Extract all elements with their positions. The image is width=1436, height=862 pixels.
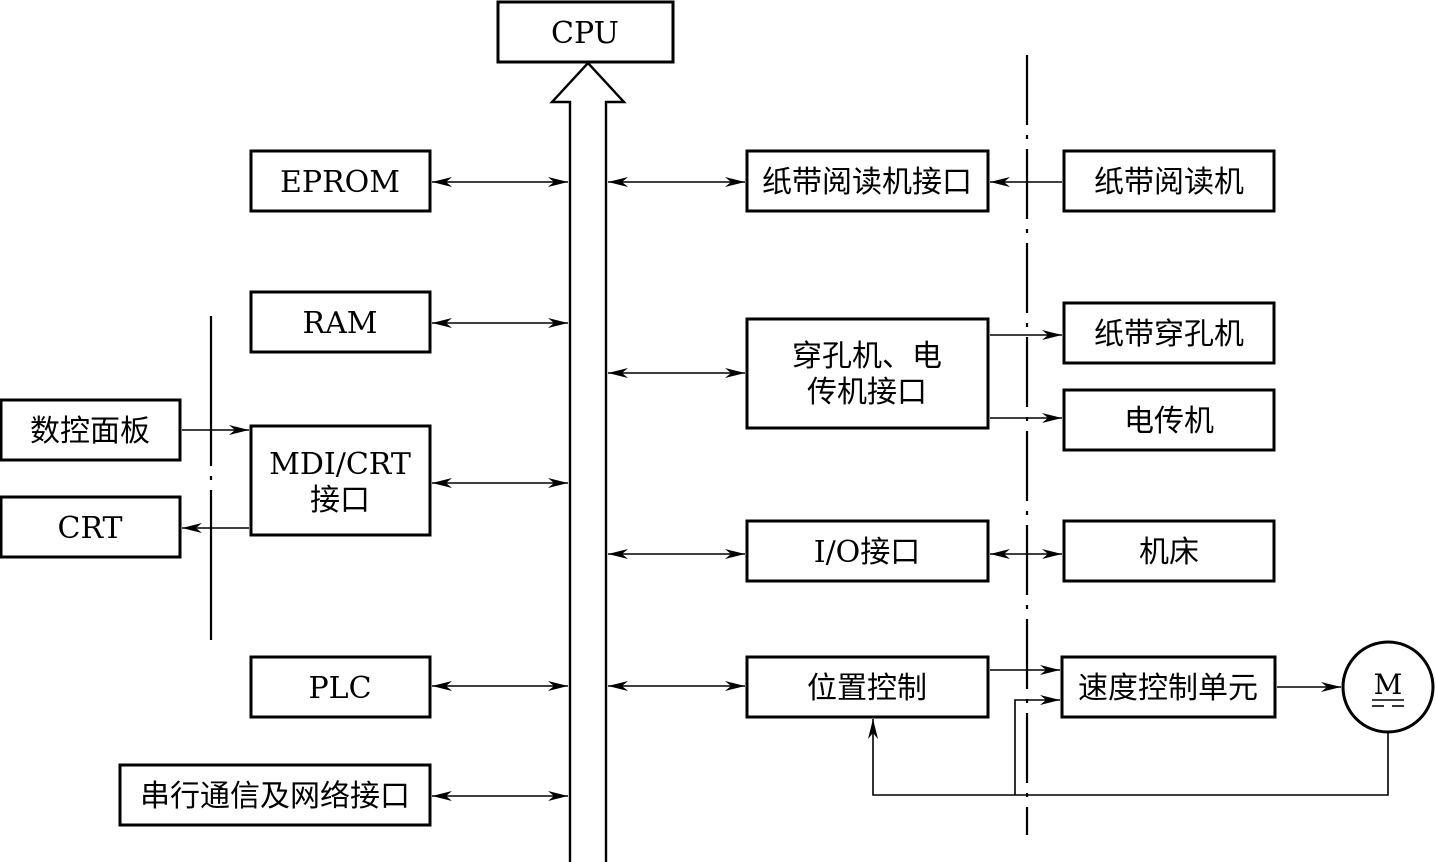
- mdi-crt-label-line2: 接口: [310, 483, 370, 518]
- motor-feedback-to-position-arrow: [868, 719, 1389, 796]
- crt-label: CRT: [57, 511, 122, 546]
- ram-block: RAM: [249, 290, 432, 354]
- plc-label: PLC: [308, 671, 371, 706]
- punch-teletype-label-line2: 传机接口: [807, 375, 927, 410]
- io-interface-label: I/O接口: [814, 535, 921, 570]
- tape-punch-block: 纸带穿孔机: [1062, 301, 1276, 365]
- position-control-label: 位置控制: [807, 671, 927, 706]
- tape-reader-interface-label: 纸带阅读机接口: [762, 165, 972, 200]
- cpu-label: CPU: [551, 16, 619, 51]
- crt-block: CRT: [0, 495, 182, 559]
- ram-label: RAM: [303, 306, 378, 341]
- motor-symbol: M: [1341, 640, 1435, 734]
- speed-control-unit-label: 速度控制单元: [1078, 671, 1258, 706]
- punch-teletype-label-line1: 穿孔机、电: [792, 339, 942, 374]
- speed-feedback-arrow: [1014, 695, 1060, 795]
- nc-panel-block: 数控面板: [0, 398, 182, 462]
- serial-network-label: 串行通信及网络接口: [140, 779, 410, 814]
- punch-teletype-interface-block: 穿孔机、电 传机接口: [745, 317, 990, 430]
- machine-tool-label: 机床: [1139, 535, 1199, 570]
- io-interface-block: I/O接口: [745, 519, 990, 583]
- mdi-crt-interface-block: MDI/CRT 接口: [249, 424, 432, 537]
- eprom-block: EPROM: [249, 149, 432, 213]
- serial-network-interface-block: 串行通信及网络接口: [118, 763, 432, 827]
- tape-reader-label: 纸带阅读机: [1094, 165, 1244, 200]
- speed-control-unit-block: 速度控制单元: [1060, 655, 1277, 719]
- tape-punch-label: 纸带穿孔机: [1094, 317, 1244, 352]
- position-control-block: 位置控制: [745, 655, 990, 719]
- tape-reader-interface-block: 纸带阅读机接口: [745, 149, 990, 213]
- cpu-block: CPU: [496, 0, 675, 64]
- plc-block: PLC: [249, 655, 432, 719]
- motor-label: M: [1374, 668, 1403, 701]
- teletype-block: 电传机: [1062, 388, 1276, 452]
- mdi-crt-label-line1: MDI/CRT: [269, 447, 411, 482]
- machine-tool-block: 机床: [1062, 519, 1276, 583]
- teletype-label: 电传机: [1124, 404, 1214, 439]
- tape-reader-block: 纸带阅读机: [1062, 149, 1276, 213]
- cpu-bus: [549, 61, 627, 862]
- eprom-label: EPROM: [280, 165, 400, 200]
- nc-panel-label: 数控面板: [30, 414, 150, 449]
